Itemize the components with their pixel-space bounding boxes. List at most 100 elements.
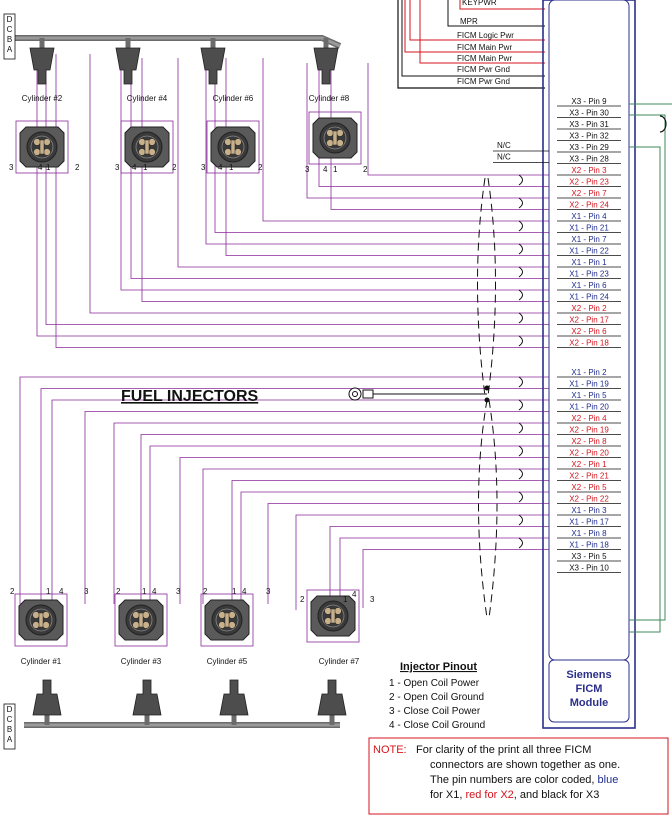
red-wire-main-1	[404, 0, 545, 53]
pin-label: X1 - Pin 5	[571, 391, 607, 400]
pin-label: X1 - Pin 24	[569, 293, 609, 302]
cylinder-label: Cylinder #4	[127, 94, 168, 103]
injector-wire	[214, 58, 549, 233]
ground-wire-2	[401, 0, 545, 77]
connector-pin	[326, 139, 334, 147]
injector-connector	[14, 593, 68, 647]
pin-label: X3 - Pin 9	[571, 97, 607, 106]
connector-pin	[334, 607, 342, 615]
connector-outline	[306, 589, 360, 643]
pin-number: 3	[84, 587, 89, 596]
pin-label: X2 - Pin 17	[569, 316, 609, 325]
injector-wire	[130, 58, 549, 279]
pin-label: X3 - Pin 10	[569, 564, 609, 573]
pin-label: X1 - Pin 3	[571, 506, 607, 515]
signal-label: MPR	[460, 17, 478, 26]
pin-number: 3	[305, 165, 310, 174]
connector-outline	[114, 593, 168, 647]
connector-pin	[224, 148, 232, 156]
module-outer-frame	[542, 0, 636, 729]
connector-key	[230, 139, 236, 155]
pin-label: X2 - Pin 1	[571, 460, 607, 469]
pin-number: 1	[46, 587, 51, 596]
signal-label: KEYPWR	[462, 0, 497, 7]
connector-pin	[138, 138, 146, 146]
pin-label: X1 - Pin 7	[571, 235, 607, 244]
pin-label: X2 - Pin 3	[571, 166, 607, 175]
twist-marker	[518, 243, 523, 255]
note-line-1: For clarity of the print all three FICM	[416, 744, 591, 756]
pin-number: 4	[132, 163, 137, 172]
connector-pin	[334, 617, 342, 625]
injector-wire	[113, 422, 549, 604]
module-label-line-3: Module	[570, 697, 609, 709]
pinout-item-1: 1 - Open Coil Power	[389, 678, 480, 689]
pin-number: 1	[232, 587, 237, 596]
pin-label: X1 - Pin 23	[569, 270, 609, 279]
pin-number: 2	[75, 163, 80, 172]
harness-letter: D	[7, 705, 13, 714]
pin-label: X1 - Pin 8	[571, 529, 607, 538]
connector-plug	[29, 47, 55, 85]
pin-number: 4	[218, 163, 223, 172]
connector-pin	[42, 611, 50, 619]
harness-letter: D	[7, 15, 13, 24]
connector-outline	[15, 120, 69, 174]
signal-label: FICM Pwr Gnd	[457, 77, 510, 86]
connector-pin	[43, 138, 51, 146]
connector-key	[38, 612, 44, 628]
pin-number: 3	[9, 163, 14, 172]
injector-wire	[140, 434, 549, 604]
red-wire-main-2	[419, 0, 545, 64]
connector-pin	[336, 139, 344, 147]
injector-connector	[206, 120, 260, 174]
note-box: NOTE: For clarity of the print all three…	[368, 737, 669, 815]
cylinder-label: Cylinder #7	[319, 657, 360, 666]
connector-ring	[129, 608, 153, 632]
injector-wire	[318, 63, 549, 187]
injector-wires	[19, 54, 549, 610]
pin-number: 3	[370, 595, 375, 604]
harness-letter: A	[7, 735, 13, 744]
pin-label: X2 - Pin 23	[569, 178, 609, 187]
signal-label: FICM Main Pwr	[457, 54, 512, 63]
ground-eyelet-hole	[352, 391, 358, 397]
connector-pin	[132, 611, 140, 619]
injector-wire	[329, 526, 549, 608]
pin-label: X3 - Pin 31	[569, 120, 609, 129]
connector-outline	[206, 120, 260, 174]
pin-label: X3 - Pin 30	[569, 109, 609, 118]
injector-connector	[308, 111, 362, 165]
harness-letter: B	[7, 35, 12, 44]
pinout-item-4: 4 - Close Coil Ground	[389, 720, 485, 731]
pin-number: 2	[203, 587, 208, 596]
pin-number: 4	[242, 587, 247, 596]
note-line-3: The pin numbers are color coded, blue	[430, 774, 618, 786]
connector-pin	[234, 148, 242, 156]
pin-number: 1	[143, 163, 148, 172]
pin-label: X2 - Pin 6	[571, 327, 607, 336]
twist-marker	[518, 312, 523, 324]
pin-label: X2 - Pin 20	[569, 449, 609, 458]
connector-pin	[228, 621, 236, 629]
injector-wire	[240, 491, 549, 604]
connector-key	[330, 608, 336, 624]
pinout-title: Injector Pinout	[400, 661, 477, 673]
pin-number: 3	[176, 587, 181, 596]
cylinder-label: Cylinder #3	[121, 657, 162, 666]
connector-pin	[218, 621, 226, 629]
connector-outline	[200, 593, 254, 647]
connector-pin	[224, 138, 232, 146]
shield-dash-right-upper	[487, 177, 496, 397]
injector-wire	[179, 457, 549, 604]
pin-number: 4	[352, 590, 357, 599]
connector-pin	[234, 138, 242, 146]
pin-label: X2 - Pin 4	[571, 414, 607, 423]
pin-label: X1 - Pin 20	[569, 403, 609, 412]
connector-key	[224, 612, 230, 628]
shield-junction	[484, 397, 490, 403]
injector-connector	[120, 120, 174, 174]
